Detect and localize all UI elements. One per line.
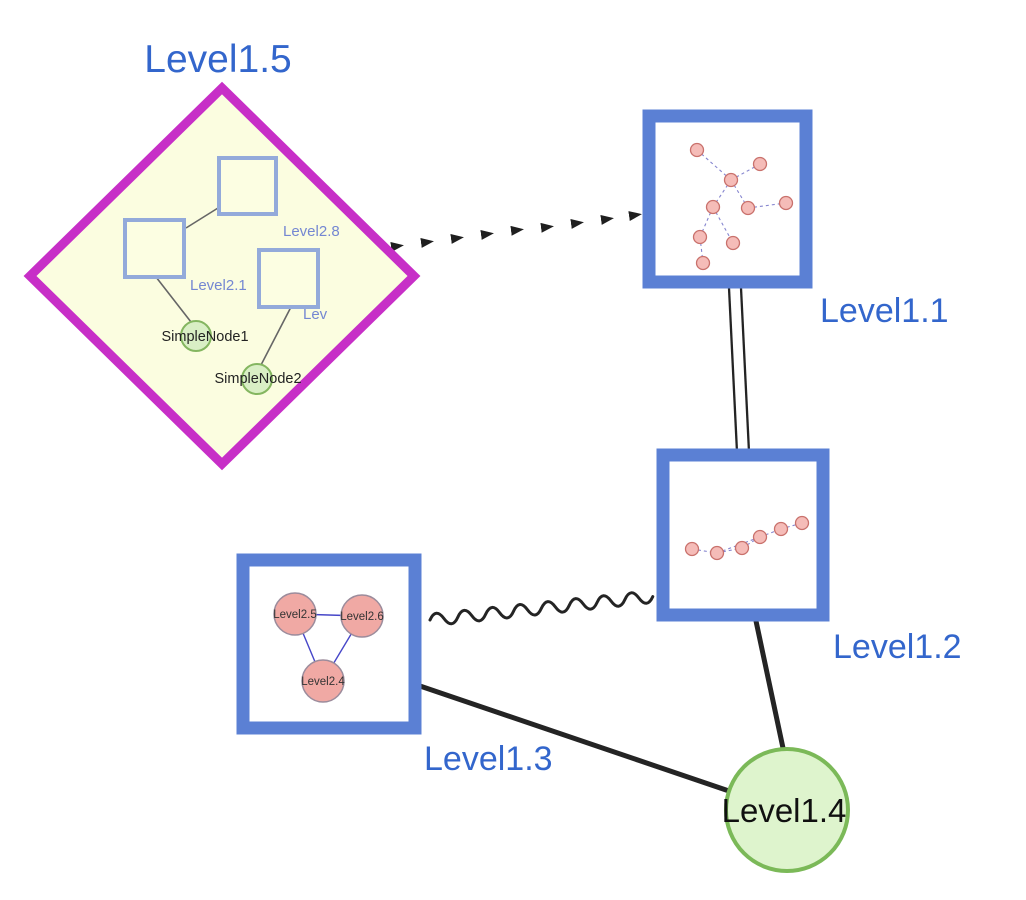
mini-node[interactable] <box>692 229 708 245</box>
edge-square28-square21[interactable] <box>185 207 219 229</box>
group-node-level1-3: Level2.5 Level2.6 Level2.4 Level1.3 <box>236 553 553 778</box>
level12-mini-nodes <box>684 515 810 561</box>
mini-node[interactable] <box>723 172 739 188</box>
mini-node[interactable] <box>752 156 768 172</box>
edge-level13-level14[interactable] <box>417 683 732 794</box>
mini-node[interactable] <box>752 529 768 545</box>
edge-level12-level14[interactable] <box>753 618 786 751</box>
edge-level11-level12[interactable] <box>727 287 751 453</box>
level2-1-label: Level2.1 <box>190 277 247 294</box>
level2-4-label: Level2.4 <box>301 676 345 688</box>
level2-8-label: Level2.8 <box>283 223 340 240</box>
group-node-level1-2: Level1.2 <box>656 448 962 666</box>
mini-node[interactable] <box>734 540 750 556</box>
level12-label: Level1.2 <box>833 628 962 666</box>
mini-node[interactable] <box>725 235 741 251</box>
mini-node[interactable] <box>794 515 810 531</box>
mini-node[interactable] <box>689 142 705 158</box>
dashed-arrowheads-edge[interactable] <box>390 211 642 252</box>
simplenode1-label: SimpleNode1 <box>161 329 248 345</box>
level13-box[interactable] <box>236 553 422 735</box>
lev-label: Lev <box>303 306 328 323</box>
level11-box[interactable] <box>642 109 813 289</box>
double-line-left[interactable] <box>727 287 739 453</box>
level12-box[interactable] <box>656 448 830 622</box>
wavy-edge[interactable] <box>428 591 655 626</box>
group-node-level1-1: Level1.1 <box>642 109 949 330</box>
level11-label: Level1.1 <box>820 292 949 330</box>
level14-circle[interactable] <box>724 747 850 873</box>
child-node-simplenode2[interactable] <box>241 363 273 395</box>
child-node-simplenode1[interactable] <box>180 320 212 352</box>
child-node-lev[interactable] <box>257 248 320 309</box>
diamond-shape[interactable] <box>23 81 421 471</box>
mini-node[interactable] <box>778 195 794 211</box>
mini-node[interactable] <box>705 199 721 215</box>
level2-5-label: Level2.5 <box>273 609 316 621</box>
mini-node[interactable] <box>695 255 711 271</box>
mini-node[interactable] <box>773 521 789 537</box>
mini-node[interactable] <box>740 200 756 216</box>
edge-square21-simplenode1[interactable] <box>155 276 192 323</box>
level15-label: Level1.5 <box>144 38 291 81</box>
node-level1-4: Level1.4 <box>722 747 850 873</box>
edge-level15-level11[interactable] <box>390 211 642 252</box>
child-node-level2-1[interactable] <box>123 218 186 279</box>
group-node-level1-5: Level1.5 Level2.8 Level2.1 Lev SimpleNod… <box>23 38 421 471</box>
mini-node[interactable] <box>684 541 700 557</box>
mini-node[interactable] <box>709 545 725 561</box>
child-node-level2-8[interactable] <box>217 156 278 216</box>
edge-level12-level13[interactable] <box>428 591 655 626</box>
level11-mini-nodes <box>689 142 794 271</box>
child-node-level2-4[interactable] <box>301 659 345 703</box>
level13-label: Level1.3 <box>424 740 553 778</box>
child-node-level2-6[interactable] <box>340 594 384 638</box>
level2-6-label: Level2.6 <box>340 611 383 623</box>
edge-squarelev-simplenode2[interactable] <box>260 306 292 366</box>
child-node-level2-5[interactable] <box>273 592 317 636</box>
simplenode2-label: SimpleNode2 <box>214 371 301 387</box>
double-line-right[interactable] <box>739 287 751 453</box>
level14-label: Level1.4 <box>722 792 847 829</box>
